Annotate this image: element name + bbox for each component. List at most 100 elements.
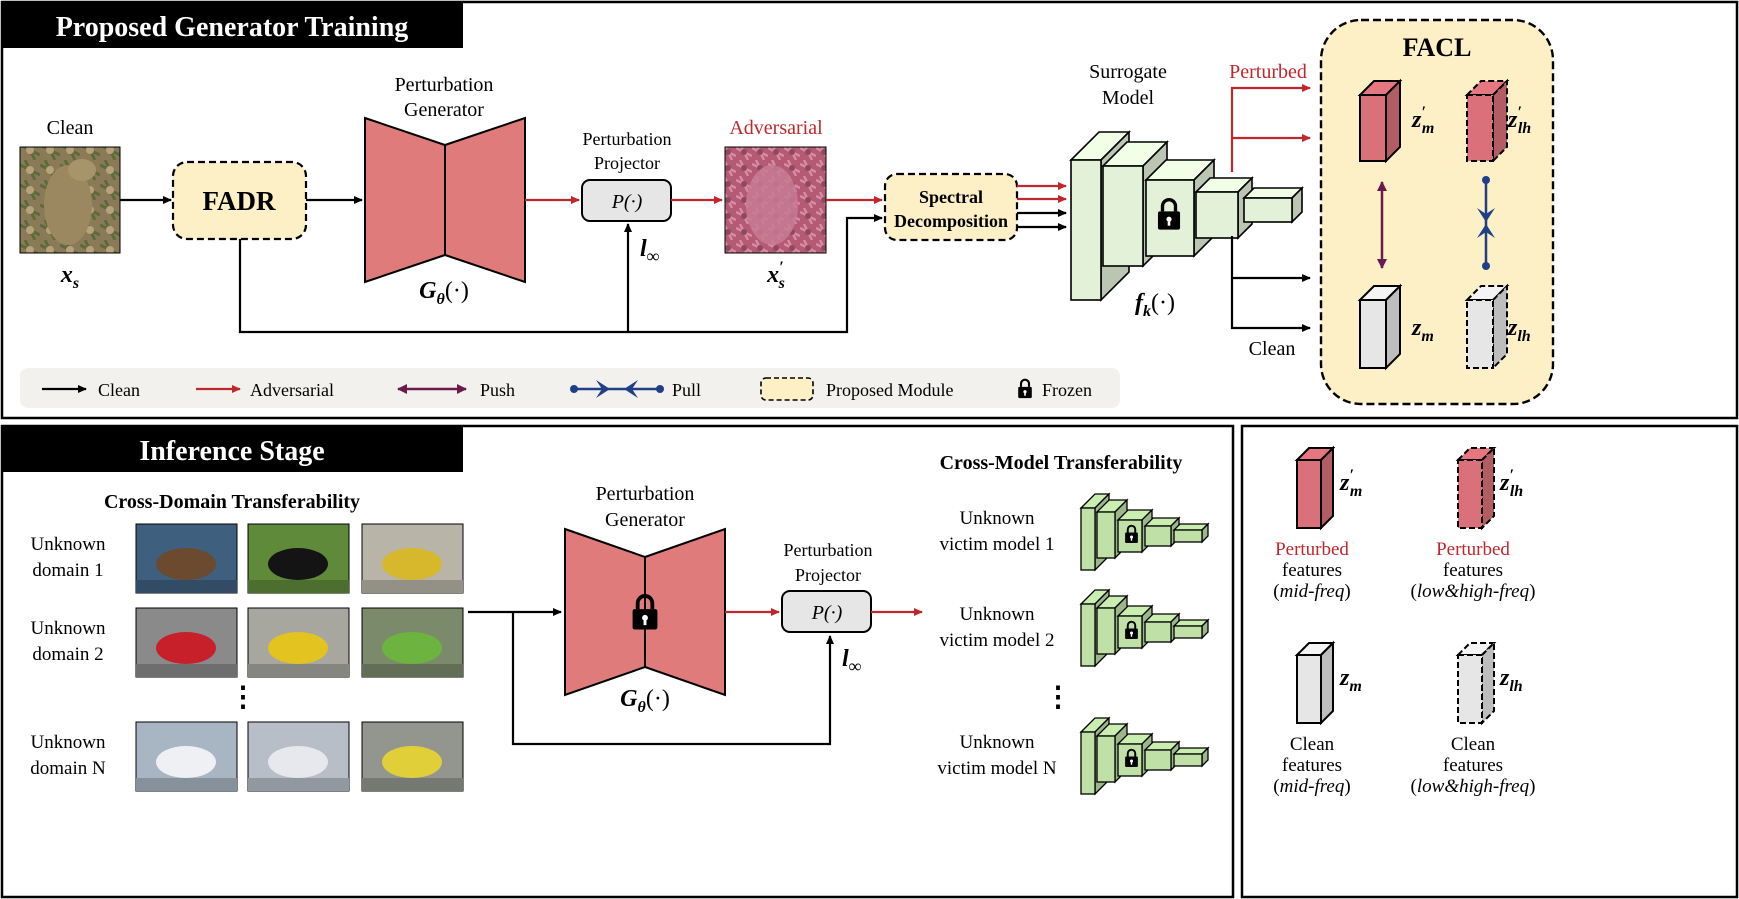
legend-feature-freq: (low&high-freq) [1411, 776, 1536, 797]
victim-label-line1: Unknown [960, 508, 1035, 529]
legend-feature-word: features [1443, 755, 1503, 776]
domain-image-duck [135, 523, 238, 594]
surrogate-label-2: Model [1102, 87, 1155, 109]
legend-feature-word: features [1282, 560, 1342, 581]
generator-label-2: Generator [404, 99, 484, 121]
pull-arrow [1477, 176, 1495, 270]
surrogate-label-1: Surrogate [1089, 61, 1167, 83]
spectral-outputs [1017, 182, 1067, 231]
legend-clean-label: Clean [98, 380, 140, 400]
facl-module [1319, 18, 1555, 406]
surrogate-symbol: fk(·) [1135, 290, 1175, 320]
domain-label-line1: Unknown [31, 618, 106, 639]
legend-proposed-swatch [760, 377, 814, 401]
clean-output-arrows [1230, 236, 1311, 332]
facl-zm-block [1357, 283, 1403, 371]
facl-zlh: zlh [1507, 315, 1531, 345]
inf-projector-fn: P(·) [811, 602, 843, 624]
domain-image-prop-plane [247, 721, 350, 792]
facl-features [1357, 78, 1510, 371]
inference-bypass-path [511, 612, 834, 746]
legend-push-label: Push [480, 380, 515, 400]
legend-feature-block [1294, 640, 1336, 726]
legend-feature-block [1455, 640, 1497, 726]
inf-generator-label-2: Generator [605, 509, 685, 531]
legend-feature-freq: (low&high-freq) [1411, 581, 1536, 602]
facl-zlh-prime: z′lh [1507, 104, 1531, 137]
legend-pull: Pull [570, 380, 701, 400]
perturbed-output-label: Perturbed [1229, 61, 1307, 83]
training-title-bar [2, 2, 463, 48]
victim-label-line2: victim model 2 [939, 630, 1054, 651]
victim-models: Unknown victim model 1 Unknown victim model… [937, 492, 1210, 796]
victim-layer [1143, 612, 1181, 644]
victim-label-line1: Unknown [960, 604, 1035, 625]
domain-image-blackbird [247, 523, 350, 594]
surrogate-layer [1242, 186, 1304, 224]
inf-generator-symbol: Gθ(·) [620, 686, 670, 716]
surrogate-layer [1194, 176, 1254, 240]
legend-feature-symbol: z′m [1339, 467, 1362, 500]
legend-clean: Clean [42, 380, 140, 400]
inference-title: Inference Stage [139, 436, 324, 467]
clean-input-image [19, 146, 121, 254]
legend-push: Push [397, 380, 515, 400]
domain-label-line2: domain N [30, 758, 106, 779]
clean-input-label: Clean [47, 117, 94, 139]
inf-perturbation-generator [564, 527, 726, 697]
inf-generator-label-1: Perturbation [596, 483, 695, 505]
legend-feature-type: Clean [1451, 734, 1496, 755]
domain-image-yellow-car [247, 607, 350, 678]
victim-layer [1172, 746, 1210, 768]
legend-feature-symbol: zm [1339, 665, 1362, 695]
legend-frozen: Frozen [1017, 378, 1092, 400]
legend-feature-symbol: z′lh [1499, 467, 1523, 500]
legend-feature-word: features [1443, 560, 1503, 581]
domain-label-line2: domain 2 [32, 644, 103, 665]
victim-layer [1172, 618, 1210, 640]
fadr-module [171, 160, 308, 241]
inf-projector-label-1: Perturbation [784, 540, 873, 560]
domain-label-line1: Unknown [31, 534, 106, 555]
facl-zlh-prime-block [1464, 78, 1510, 164]
spectral-label-1: Spectral [919, 187, 983, 207]
input-symbol: xs [60, 262, 79, 292]
domain-image-jet-1 [135, 721, 238, 792]
cross-domain-title: Cross-Domain Transferability [104, 491, 360, 513]
domain-label-line1: Unknown [31, 732, 106, 753]
legend-feature-type: Perturbed [1275, 539, 1349, 560]
fadr-label: FADR [203, 186, 276, 216]
spectral-decomposition-module [883, 172, 1019, 242]
victim-layer [1172, 522, 1210, 544]
perturbed-output-arrows [1230, 84, 1311, 172]
legend-feature-block [1455, 445, 1497, 531]
projector-label-1: Perturbation [583, 129, 672, 149]
legend-adversarial-label: Adversarial [250, 380, 334, 400]
legend-feature-freq: (mid-freq) [1273, 776, 1350, 797]
victim-label-line2: victim model 1 [939, 534, 1054, 555]
domain-ellipsis: ⋮ [229, 682, 257, 713]
victim-label-line1: Unknown [960, 732, 1035, 753]
victim-model [1079, 492, 1210, 572]
legend-frozen-label: Frozen [1042, 380, 1092, 400]
legend-feature-type: Perturbed [1436, 539, 1510, 560]
clean-bypass-path [238, 214, 883, 334]
domain-image-yellow-bird [361, 523, 464, 594]
generator-symbol: Gθ(·) [419, 278, 469, 308]
domain-image-red-car [135, 607, 238, 678]
adversarial-label: Adversarial [729, 117, 823, 139]
legend-feature-block [1294, 445, 1336, 531]
victim-model [1079, 588, 1210, 668]
feature-legend: z′mPerturbedfeatures(mid-freq)z′lhPertur… [1273, 445, 1536, 797]
legend-bar [20, 368, 1120, 408]
adversarial-image [724, 146, 827, 254]
domain-image-green-car [361, 607, 464, 678]
legend-proposed-label: Proposed Module [826, 380, 954, 400]
legend-feature-word: features [1282, 755, 1342, 776]
perturbation-generator [364, 116, 526, 284]
facl-zm-prime: z′m [1411, 104, 1434, 137]
inf-projector-norm: l∞ [842, 646, 862, 676]
